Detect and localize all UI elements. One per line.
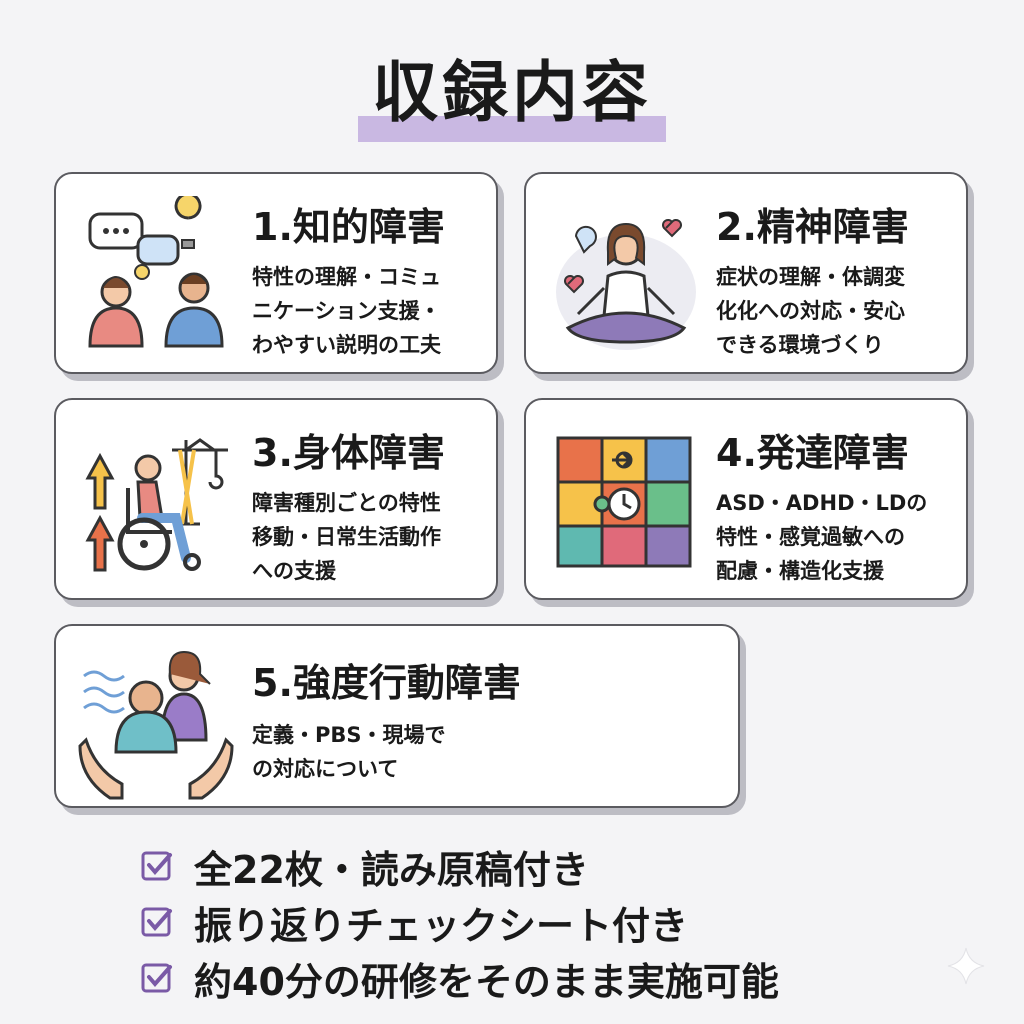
card-mental: 2.精神障害 症状の理解・体調変 化化への対応・安心 できる環境づくり: [524, 172, 968, 374]
card-severe-behavior: 5.強度行動障害 定義・PBS・現場で の対応について: [54, 624, 740, 808]
card-desc-line: ASD・ADHD・LDの: [716, 491, 928, 515]
feature-text: 約40分の研修をそのまま実施可能: [194, 959, 779, 1004]
card-title: 4.発達障害: [716, 431, 909, 475]
card-desc-line: 障害種別ごとの特性: [252, 491, 441, 515]
puzzle-icon: [556, 436, 692, 568]
card-intellectual: 1.知的障害 特性の理解・コミュ ニケーション支援・ わやすい説明の工夫: [54, 172, 498, 374]
card-title: 2.精神障害: [716, 205, 909, 249]
title-wrap: 収録内容: [0, 48, 1024, 148]
page-title-text: 収録内容: [372, 54, 652, 131]
card-desc-line: 化化への対応・安心: [716, 299, 905, 323]
support-hands-icon: [78, 650, 234, 800]
card-description: 定義・PBS・現場で の対応について: [252, 718, 446, 786]
feature-text: 振り返りチェックシート付き: [194, 903, 689, 948]
page-title: 収録内容: [358, 48, 666, 148]
title-highlight: [358, 116, 666, 142]
sparkle-icon: [947, 947, 985, 985]
card-desc-line: 移動・日常生活動作: [252, 525, 441, 549]
card-desc-line: 特性の理解・コミュ: [252, 265, 441, 289]
card-desc-line: わやすい説明の工夫: [252, 333, 441, 357]
feature-list: 全22枚・読み原稿付き 振り返りチェックシート付き 約40分の研修をそのまま実施…: [140, 838, 779, 1006]
card-description: 障害種別ごとの特性 移動・日常生活動作 への支援: [252, 486, 441, 588]
feature-item: 振り返りチェックシート付き: [140, 894, 779, 950]
card-title: 1.知的障害: [252, 205, 445, 249]
meditation-icon: [556, 219, 696, 350]
card-description: 症状の理解・体調変 化化への対応・安心 できる環境づくり: [716, 260, 905, 362]
card-desc-line: への支援: [252, 559, 336, 583]
feature-item: 約40分の研修をそのまま実施可能: [140, 950, 779, 1006]
card-desc-line: ニケーション支援・: [252, 299, 441, 323]
feature-text: 全22枚・読み原稿付き: [194, 847, 589, 892]
card-title: 3.身体障害: [252, 431, 445, 475]
card-desc-line: 特性・感覚過敏への: [716, 525, 905, 549]
card-desc-line: できる環境づくり: [716, 333, 884, 357]
card-description: 特性の理解・コミュ ニケーション支援・ わやすい説明の工夫: [252, 260, 441, 362]
card-physical: 3.身体障害 障害種別ごとの特性 移動・日常生活動作 への支援: [54, 398, 498, 600]
feature-item: 全22枚・読み原稿付き: [140, 838, 779, 894]
wheelchair-icon: [85, 438, 228, 572]
checkbox-checked-icon: [141, 907, 172, 937]
checkbox-checked-icon: [141, 963, 172, 993]
card-developmental: 4.発達障害 ASD・ADHD・LDの 特性・感覚過敏への 配慮・構造化支援: [524, 398, 968, 600]
conversation-icon: [88, 196, 224, 348]
card-desc-line: 症状の理解・体調変: [716, 265, 905, 289]
card-title: 5.強度行動障害: [252, 661, 521, 705]
card-desc-line: 定義・PBS・現場で: [252, 723, 446, 747]
card-desc-line: の対応について: [252, 757, 399, 781]
checkbox-checked-icon: [141, 851, 172, 881]
card-desc-line: 配慮・構造化支援: [716, 559, 884, 583]
card-description: ASD・ADHD・LDの 特性・感覚過敏への 配慮・構造化支援: [716, 486, 927, 588]
